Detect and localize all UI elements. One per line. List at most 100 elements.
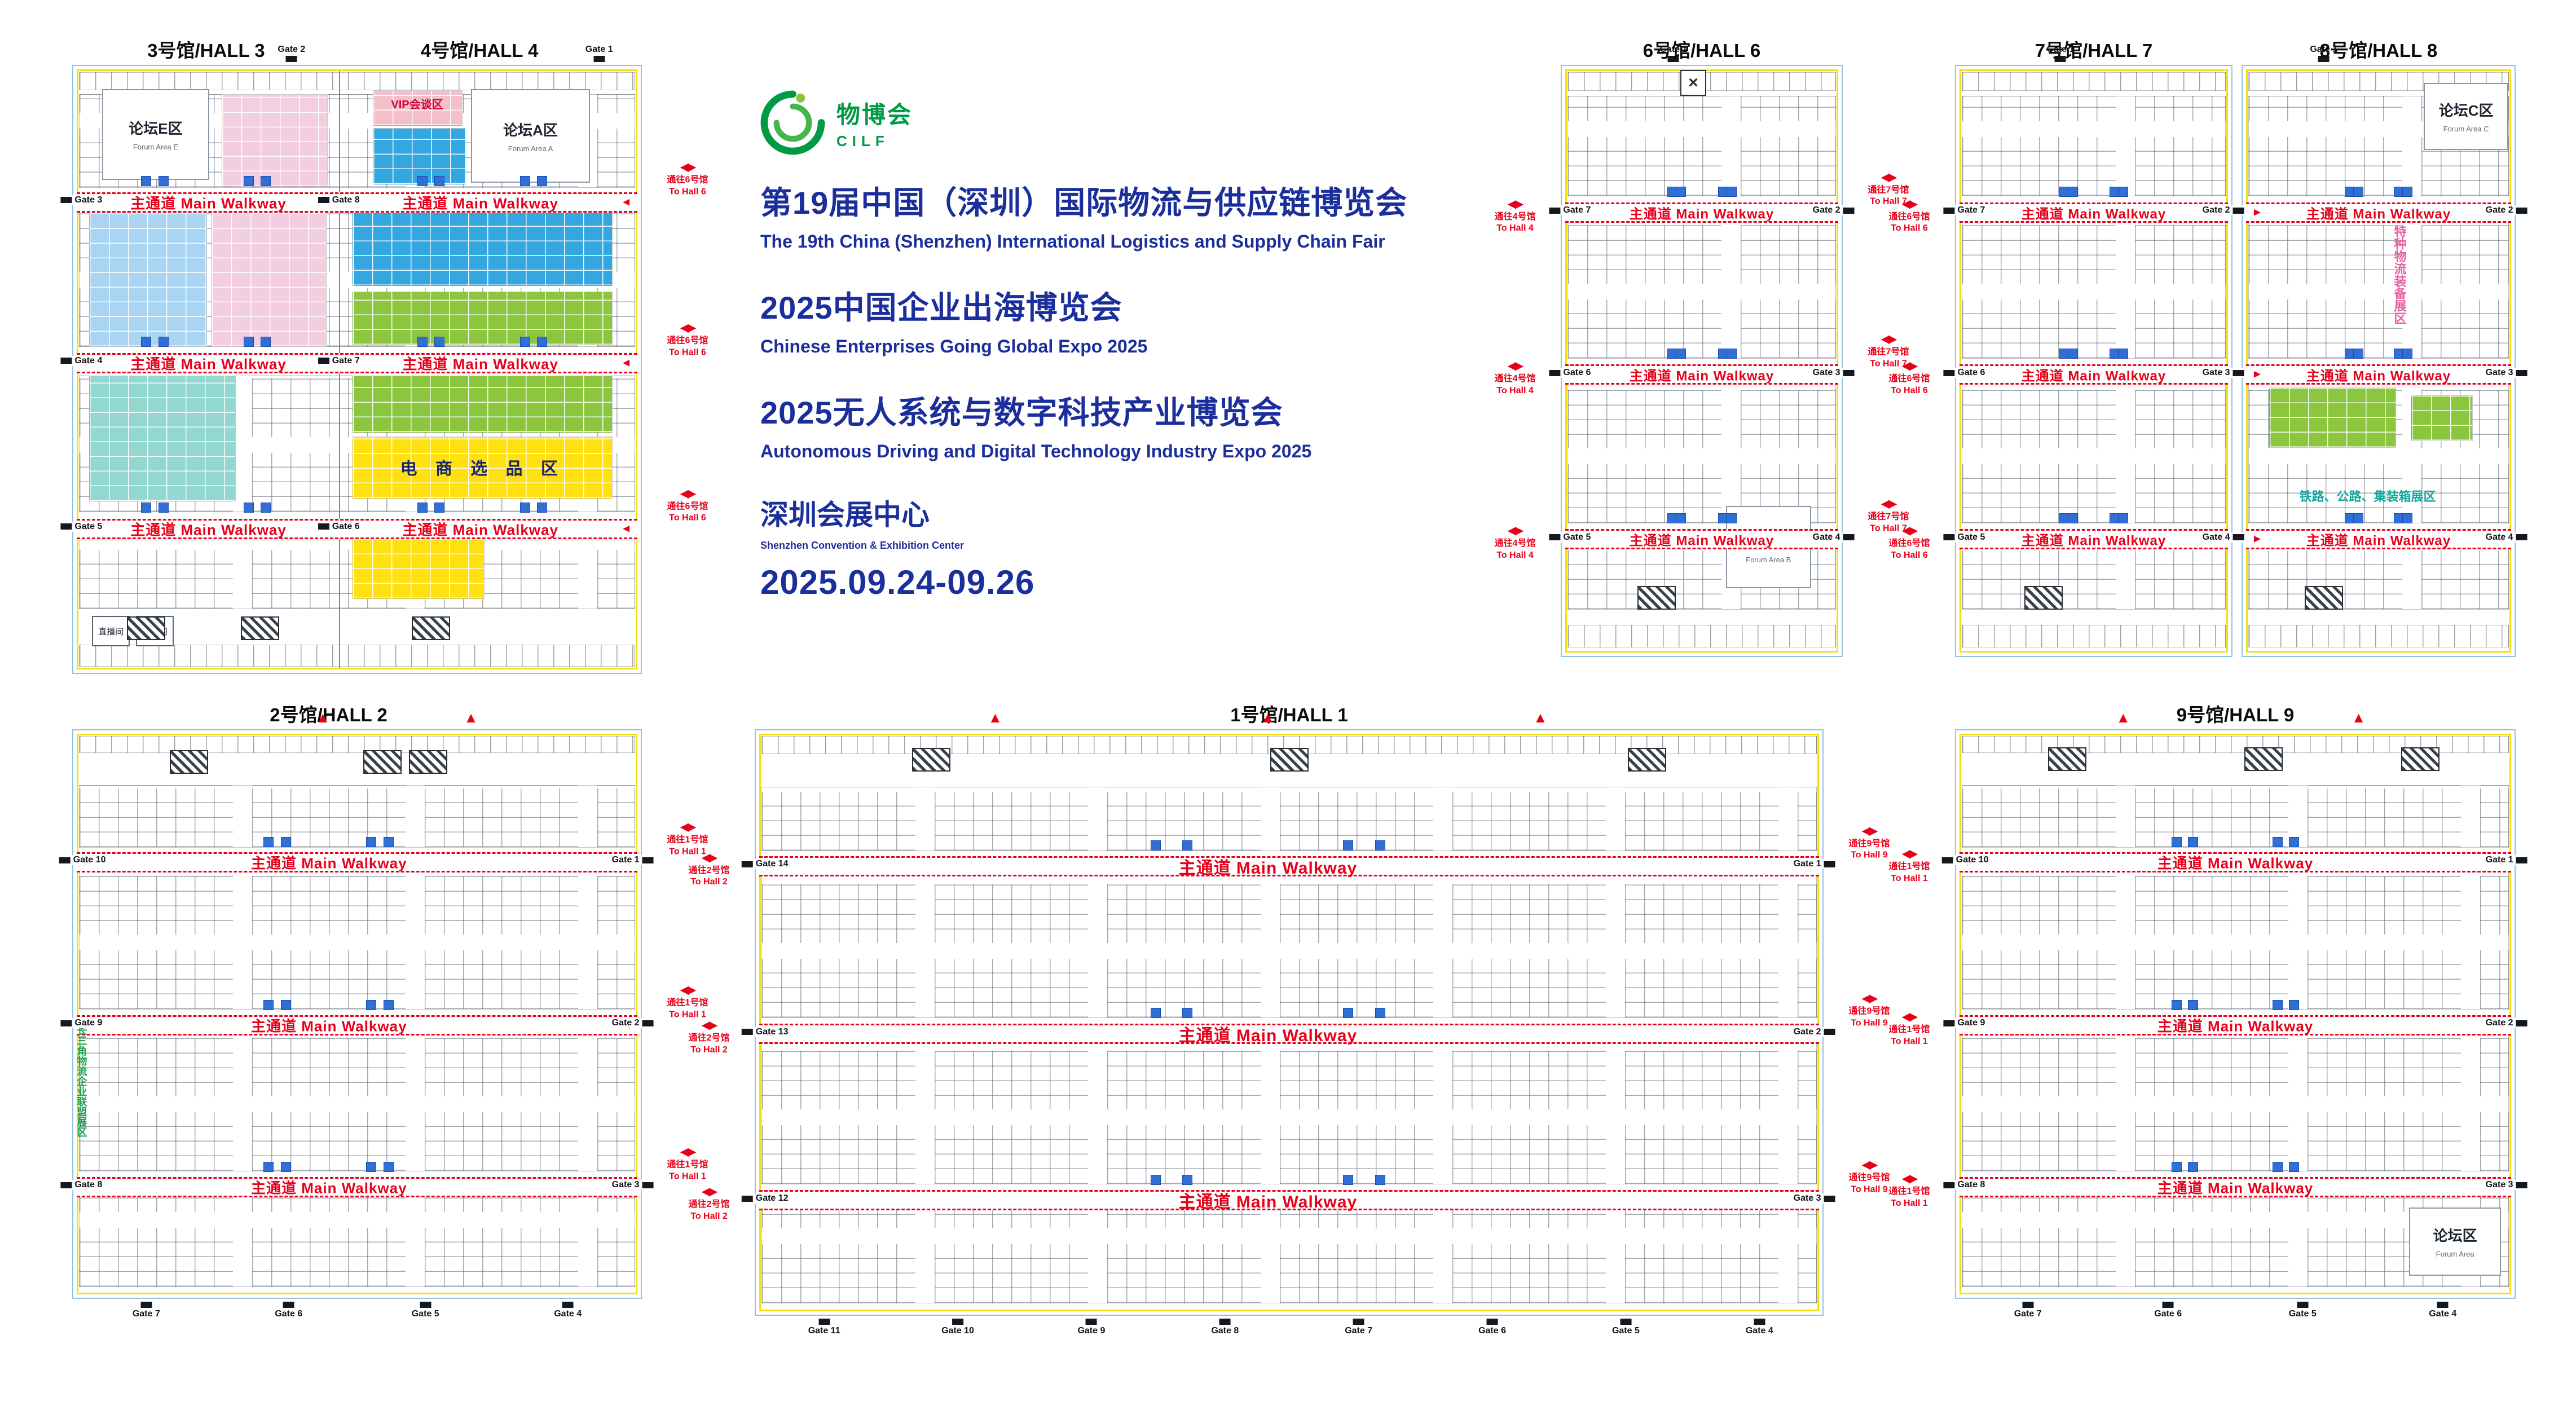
transfer-note-en: To Hall 7 (1870, 523, 1907, 534)
main-walkway: ►◄主通道 Main Walkway (1565, 364, 1838, 385)
booth-block (79, 645, 635, 667)
gate-label: Gate 10 (1939, 855, 1991, 866)
main-walkway-label: 主通道 Main Walkway (251, 854, 407, 872)
gate-door-icon (2516, 857, 2527, 863)
gate-name: Gate 4 (1745, 1326, 1773, 1336)
main-walkway: ►◄主通道 Main Walkway (1959, 529, 2228, 550)
gate-door-icon (562, 1302, 574, 1308)
transfer-note-zh: 通往2号馆 (688, 865, 730, 875)
gate-name: Gate 3 (2202, 368, 2230, 377)
booth-zone (352, 291, 613, 345)
gate-name: Gate 9 (74, 1018, 103, 1028)
gate-name: Gate 2 (1812, 205, 1840, 215)
info-point-icon (417, 503, 428, 513)
info-point-icon (537, 337, 548, 347)
forum-subtitle: Forum Area E (133, 143, 179, 152)
plan-hall-8: 8号馆/HALL 8►◄主通道 Main Walkway►◄主通道 Main W… (2242, 40, 2530, 657)
booth-block (1962, 870, 2509, 1010)
info-point-icon (1375, 840, 1385, 850)
main-walkway-label: 主通道 Main Walkway (1629, 533, 1774, 549)
transfer-note-en: To Hall 6 (669, 513, 706, 523)
gate-name: Gate 3 (2485, 368, 2513, 377)
info-point-icon (1150, 1174, 1161, 1185)
gate-door-icon (1219, 1319, 1231, 1325)
transfer-note-zh: 通往2号馆 (688, 1200, 730, 1210)
transfer-note-en: To Hall 4 (1496, 385, 1534, 395)
expo2-title-en: Chinese Enterprises Going Global Expo 20… (760, 336, 1148, 356)
transfer-arrow-icon: ◀▶ (701, 1186, 718, 1198)
gate-door-icon (420, 1302, 431, 1308)
booth-zone (2411, 395, 2473, 441)
main-walkway: ►◄主通道 Main Walkway (759, 1024, 1819, 1046)
forum-title: 论坛A区 (503, 122, 558, 139)
gate-door-icon (1486, 1319, 1498, 1325)
transfer-arrow-icon: ◀▶ (680, 161, 697, 174)
transfer-note-en: To Hall 1 (669, 1171, 706, 1182)
zone-label: 特种物流装备展区 (2392, 224, 2407, 324)
transfer-note-en: To Hall 2 (690, 877, 728, 887)
gate-door-icon (642, 1182, 654, 1188)
gate-name: Gate 3 (74, 195, 103, 205)
booth-block (1962, 625, 2226, 648)
booth-zone (373, 128, 465, 184)
gate-door-icon (318, 523, 329, 530)
booth-zone (2269, 387, 2397, 448)
main-walkway-label: 主通道 Main Walkway (2306, 206, 2451, 222)
gate-label: Gate 7 (1941, 205, 1988, 216)
gate-label: Gate 3 (2483, 1180, 2530, 1190)
main-walkway-label: 主通道 Main Walkway (130, 355, 287, 373)
info-point-icon (366, 999, 377, 1010)
forum-title: 论坛区 (2433, 1227, 2477, 1245)
logo-text: 物博会 CILF (836, 96, 913, 150)
gate-label: Gate 3 (2483, 368, 2530, 378)
gate-label: Gate 5 (1941, 532, 1988, 543)
booth-block (79, 870, 635, 1010)
info-point-icon (2188, 999, 2199, 1010)
info-point-icon (2402, 186, 2413, 197)
info-point-icon (1375, 1174, 1385, 1185)
info-point-icon (2068, 513, 2079, 524)
transfer-arrow-icon: ◀▶ (1507, 525, 1524, 537)
gate-label: Gate 1 (1791, 859, 1838, 870)
info-point-icon (1675, 349, 1686, 359)
main-walkway: ►◄主通道 Main Walkway (1565, 202, 1838, 223)
venue-name-zh: 深圳会展中心 (760, 499, 930, 531)
transfer-arrow-icon: ◀▶ (1901, 525, 1918, 537)
escalator-icon (1628, 748, 1667, 772)
gate-label: Gate 2 (2200, 205, 2247, 216)
info-point-icon (244, 337, 254, 347)
transfer-note-zh: 通往1号馆 (667, 1160, 708, 1170)
gate-door-icon (2516, 534, 2527, 541)
zone-label: 长三角物流企业联盟展区 (76, 1025, 87, 1138)
zone-label: 铁路、公路、集装箱展区 (2299, 489, 2436, 504)
gate-name: Gate 7 (1957, 205, 1985, 215)
hall-title: 2号馆/HALL 2 (270, 704, 387, 725)
gate-door-icon (2232, 207, 2244, 214)
transfer-note-zh: 通往7号馆 (1868, 347, 1909, 357)
gate-door-icon (1824, 1029, 1835, 1035)
main-walkway: ►◄主通道 Main Walkway (1959, 852, 2511, 873)
transfer-note-en: To Hall 6 (1891, 223, 1928, 233)
main-walkway-label: 主通道 Main Walkway (2021, 206, 2167, 222)
booth-block (79, 736, 635, 753)
info-point-icon (1150, 1008, 1161, 1019)
gate-door-icon (2232, 369, 2244, 376)
main-walkway-label: 主通道 Main Walkway (1178, 1026, 1358, 1046)
gate-door-icon (1754, 1319, 1765, 1325)
main-walkway: ►◄主通道 Main Walkway (77, 852, 637, 873)
gate-label: Gate 8 (1209, 1318, 1241, 1336)
gate-name: Gate 6 (275, 1309, 303, 1319)
transfer-note-en: To Hall 6 (1891, 385, 1928, 395)
gate-door-icon (2516, 1182, 2527, 1188)
info-point-icon (537, 503, 548, 513)
escalator-icon (363, 750, 402, 774)
gate-name: Gate 2 (2202, 205, 2230, 215)
main-walkway-label: 主通道 Main Walkway (1178, 1193, 1358, 1212)
escalator-icon (2024, 586, 2063, 610)
gate-name: Gate 5 (2288, 1309, 2317, 1319)
main-walkway-label: 主通道 Main Walkway (2021, 533, 2167, 549)
info-point-icon (1726, 186, 1737, 197)
gate-label: Gate 2 (2483, 205, 2530, 216)
